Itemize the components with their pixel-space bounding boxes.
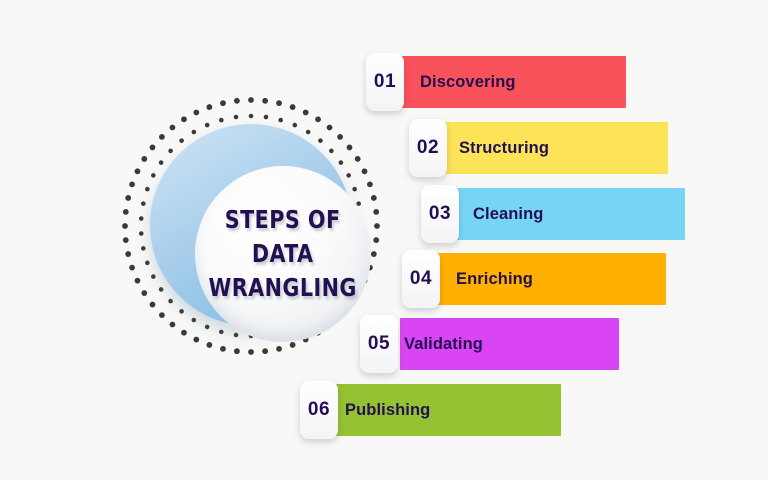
step-number-badge-01: 01 [366,53,404,111]
step-label-06: Publishing [345,400,431,419]
center-title-line-3: WRANGLING [208,272,358,302]
center-title-line-2: DATA [252,239,314,269]
center-circle-face: STEPS OF DATA WRANGLING [195,166,371,342]
step-number-badge-06: 06 [300,381,338,439]
step-number-badge-02: 02 [409,119,447,177]
step-label-04: Enriching [456,269,533,288]
step-label-03: Cleaning [473,204,544,223]
center-circle-cluster: STEPS OF DATA WRANGLING [118,92,384,366]
step-label-01: Discovering [420,72,516,91]
step-label-02: Structuring [459,138,550,157]
step-bar-06 [330,384,561,436]
step-bar-04 [410,253,666,305]
step-item-03[interactable]: 03 Cleaning [421,185,685,243]
step-item-04[interactable]: 04 Enriching [402,250,666,308]
step-bar-03 [448,188,685,240]
step-number-badge-03: 03 [421,185,459,243]
step-label-05: Validating [404,334,483,353]
step-item-01[interactable]: 01 Discovering [366,53,626,111]
step-item-05[interactable]: 05 Validating [360,315,619,373]
step-number-badge-05: 05 [360,315,398,373]
center-circle-ring: STEPS OF DATA WRANGLING [150,124,371,342]
step-number-badge-04: 04 [402,250,440,308]
step-bar-02 [423,122,668,174]
step-item-06[interactable]: 06 Publishing [300,381,561,439]
center-title-line-1: STEPS OF [225,205,341,235]
center-title: STEPS OF DATA WRANGLING [209,203,357,304]
step-bar-05 [400,318,619,370]
step-bar-01 [392,56,626,108]
step-item-02[interactable]: 02 Structuring [409,119,668,177]
